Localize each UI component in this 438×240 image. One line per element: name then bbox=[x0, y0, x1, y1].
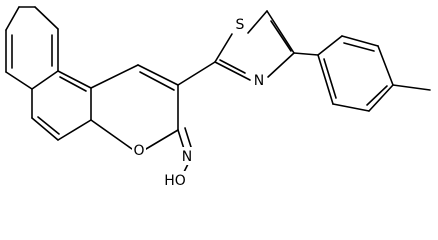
bond bbox=[177, 129, 185, 150]
bond bbox=[184, 127, 192, 148]
bond-inner bbox=[323, 58, 337, 99]
sulfur-atom: S bbox=[234, 15, 246, 33]
bond bbox=[317, 35, 343, 56]
atom-labels: S N O N HO bbox=[132, 15, 266, 189]
bond bbox=[31, 70, 59, 90]
oxygen-atom: O bbox=[132, 141, 146, 159]
bond bbox=[368, 84, 394, 112]
bond bbox=[341, 35, 379, 47]
bond bbox=[5, 71, 33, 90]
bond bbox=[247, 10, 268, 34]
bond bbox=[145, 129, 179, 150]
bond bbox=[57, 119, 92, 141]
hydroxyl-group: HO bbox=[162, 171, 188, 189]
sulfur-label: S bbox=[236, 17, 245, 33]
bond-inner bbox=[139, 71, 175, 91]
oxime-nitrogen-atom: N bbox=[181, 147, 194, 165]
bond bbox=[137, 64, 179, 86]
bond bbox=[90, 64, 139, 89]
bond bbox=[90, 119, 133, 150]
bond bbox=[31, 117, 59, 141]
bond-inner bbox=[219, 59, 246, 74]
oxime-nitrogen-label: N bbox=[182, 149, 192, 165]
bond-inner bbox=[37, 116, 60, 135]
bond-layer bbox=[5, 6, 431, 173]
bond bbox=[332, 103, 370, 112]
bond bbox=[377, 45, 394, 86]
bond-inner bbox=[366, 85, 388, 106]
bond bbox=[267, 52, 295, 78]
bond bbox=[293, 52, 319, 56]
bond bbox=[214, 61, 251, 81]
oxygen-label: O bbox=[133, 143, 144, 159]
bond bbox=[57, 70, 92, 89]
bond bbox=[183, 163, 189, 173]
bond-inner bbox=[59, 76, 87, 92]
molecule-drawing: S N O N HO bbox=[5, 6, 431, 189]
thiazole-nitrogen-atom: N bbox=[253, 71, 266, 89]
bond bbox=[392, 84, 431, 91]
bond bbox=[317, 54, 334, 105]
thiazole-nitrogen-label: N bbox=[254, 73, 264, 89]
structure-diagram: S N O N HO bbox=[5, 6, 431, 189]
bond bbox=[266, 10, 295, 54]
bond-inner bbox=[270, 20, 292, 52]
bond bbox=[214, 33, 233, 63]
hydroxyl-label: HO bbox=[164, 173, 186, 189]
bond bbox=[34, 6, 59, 30]
bond bbox=[5, 6, 20, 31]
bond-inner bbox=[343, 42, 375, 52]
bond bbox=[177, 61, 216, 86]
